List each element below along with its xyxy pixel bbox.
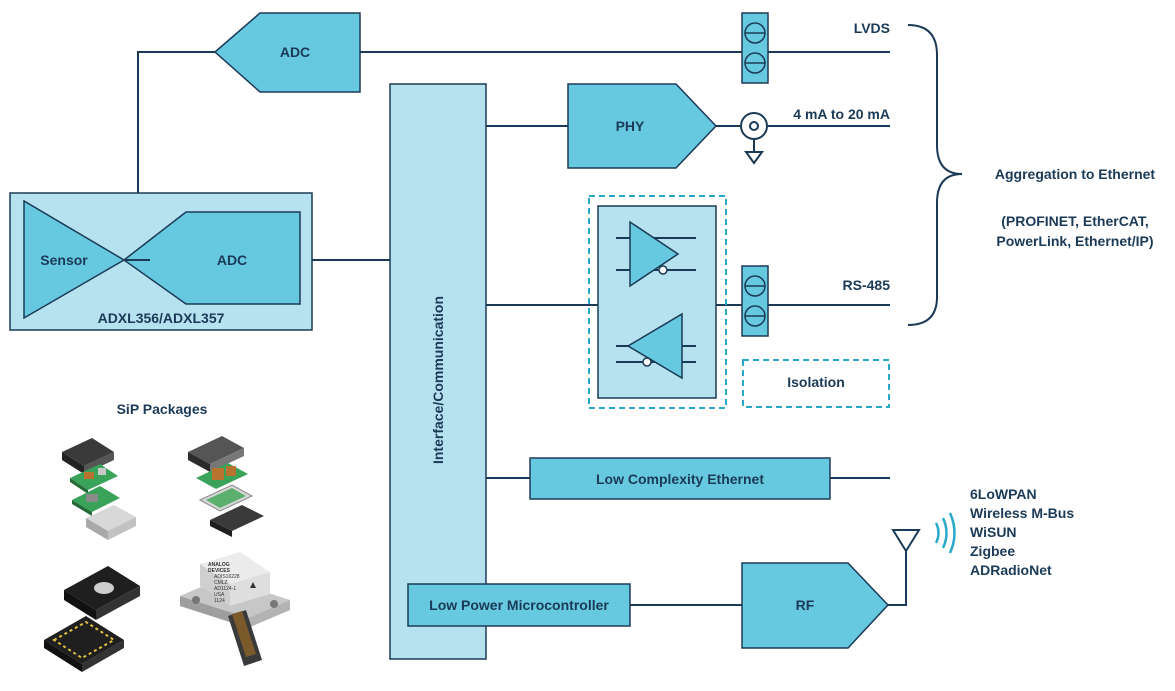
sip-exploded-package-icon [188,436,264,537]
wireless-item: Zigbee [970,543,1015,559]
rf-label: RF [796,597,815,613]
wireless-item: Wireless M-Bus [970,505,1074,521]
wireless-item: 6LoWPAN [970,486,1037,502]
lvds-label: LVDS [854,20,890,36]
rs485-connector-icon [741,265,769,337]
chip-text: CMLZ [214,580,228,586]
adc-top-block: ADC [213,12,361,93]
interface-label: Interface/Communication [430,296,446,464]
chip-text: ANALOG [208,562,230,568]
microcontroller-block: Low Power Microcontroller [407,583,631,627]
sensor-label: Sensor [40,252,88,268]
chip-text: USA [214,592,225,598]
aggregation-title: Aggregation to Ethernet [995,166,1156,182]
sip-lga-package-icon [64,566,140,620]
isolation-legend-box [742,359,890,408]
receiver-buffer-icon [626,312,683,380]
interface-block: Interface/Communication [389,83,487,660]
low-complexity-ethernet-label: Low Complexity Ethernet [596,471,764,487]
chip-text: 1124 [214,598,225,604]
coax-connector-icon [740,112,768,140]
phy-label: PHY [616,118,645,134]
sip-packages-title: SiP Packages [117,401,208,417]
wireless-item: ADRadioNet [970,562,1052,578]
sensor-module-label: ADXL356/ADXL357 [98,310,225,326]
sip-lga-pads-icon [44,616,124,672]
wireless-waves-icon [934,512,956,554]
adc-top-label: ADC [280,44,310,60]
chip-text: ADIS16228 [214,574,240,580]
antenna-icon [891,529,921,553]
current-loop-label: 4 mA to 20 mA [793,106,890,122]
microcontroller-label: Low Power Microcontroller [429,597,609,613]
sensor-module: Sensor ADC ADXL356/ADXL357 [9,192,313,331]
ground-icon [744,151,764,165]
adc-inner-block [122,211,301,305]
rf-block: RF [741,562,890,649]
aggregation-protocols-line1: (PROFINET, EtherCAT, [1001,213,1149,229]
low-complexity-ethernet-block: Low Complexity Ethernet [529,457,831,500]
sensor-block [23,199,126,320]
sip-exploded-package-icon [62,438,136,540]
aggregation-brace [907,24,963,326]
phy-block: PHY [567,83,718,169]
isolation-boundary [588,195,727,409]
driver-buffer-icon [629,220,680,288]
wireless-item: WiSUN [970,524,1017,540]
chip-text: AD1124-1 [214,586,236,592]
aggregation-protocols-line2: PowerLink, Ethernet/IP) [996,233,1153,249]
chip-text: DEVICES [208,568,231,574]
transceiver-block [597,205,717,399]
adc-inner-label: ADC [217,252,247,268]
rs485-label: RS-485 [843,277,891,293]
wires [137,51,907,606]
isolation-label: Isolation [787,374,845,390]
sip-module-icon: ANALOG DEVICES ADIS16228 CMLZ AD1124-1 U… [180,552,290,666]
lvds-connector-icon [741,12,769,84]
wireless-protocol-list: 6LoWPAN Wireless M-Bus WiSUN Zigbee ADRa… [970,486,1074,578]
